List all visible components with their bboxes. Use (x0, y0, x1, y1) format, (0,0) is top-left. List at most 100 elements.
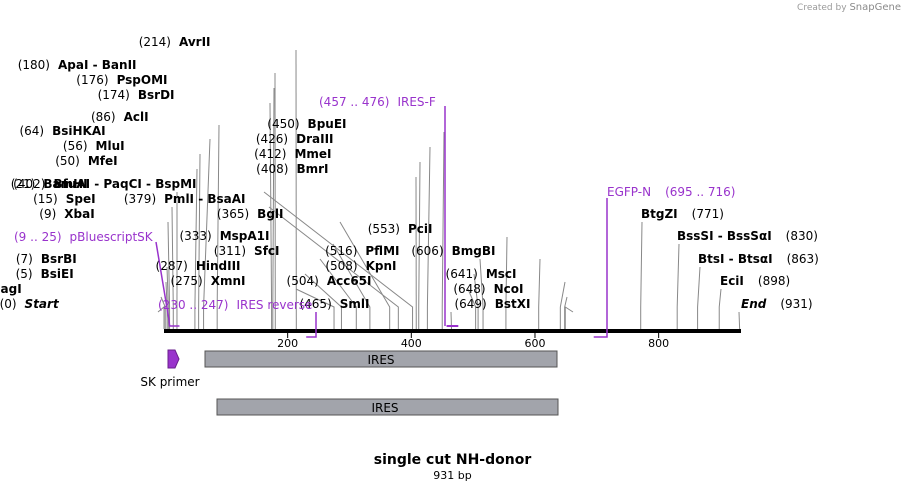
axis-tick-label: 800 (648, 337, 669, 350)
site-line-noti-eagi (160, 296, 166, 329)
map-length: 931 bp (433, 469, 472, 482)
enzyme-site-sfci[interactable]: (311)SfcI (214, 244, 280, 258)
enzyme-site-smli[interactable]: (465)SmlI (299, 297, 369, 311)
site-connector-lines (157, 49, 741, 330)
enzyme-site-ncoi[interactable]: (648)NcoI (453, 282, 523, 296)
enzyme-site-mfei[interactable]: (50)MfeI (55, 154, 117, 168)
enzyme-site-avrii[interactable]: (214)AvrII (139, 35, 211, 49)
axis-tick-label: 200 (277, 337, 298, 350)
enzyme-site-kpni[interactable]: (508)KpnI (325, 259, 396, 273)
enzyme-site-draiii[interactable]: (426)DraIII (256, 132, 334, 146)
enzyme-site-end[interactable]: End(931) (741, 297, 813, 311)
enzyme-site-labels: (214)AvrII(180)ApaI - BanII(176)PspOMI(1… (0, 35, 819, 311)
enzyme-site-pcii[interactable]: (553)PciI (368, 222, 433, 236)
map-title: single cut NH-donor (373, 452, 532, 468)
site-line-bsrdi (269, 102, 273, 329)
sk-primer-label: SK primer (140, 375, 199, 389)
site-line-bmgbi (538, 258, 541, 329)
enzyme-site-bpuei[interactable]: (450)BpuEI (267, 117, 346, 131)
enzyme-site-mspa1i[interactable]: (333)MspA1I (179, 229, 269, 243)
enzyme-site-btgzi[interactable]: BtgZI(771) (641, 207, 724, 221)
site-line-bpuei (441, 131, 445, 329)
site-line-start (157, 305, 165, 329)
site-line-pcii (505, 236, 508, 329)
enzyme-site-bsihkai[interactable]: (64)BsiHKAI (19, 124, 105, 138)
enzyme-site-hindiii[interactable]: (287)HindIII (156, 259, 241, 273)
enzyme-site-acli[interactable]: (86)AclI (91, 110, 149, 124)
ires-feature-label-2: IRES (371, 401, 398, 415)
site-line-ncoi (564, 296, 568, 329)
site-line-spei (171, 206, 174, 329)
enzyme-site-btsi-bts-i[interactable]: BtsI - BtsαI(863) (698, 252, 819, 266)
site-line-bfuai-paqci-bspmi (263, 191, 414, 329)
ires-reverse-primer-label[interactable]: (230 .. 247)IRES reverse (158, 298, 312, 312)
site-line-pmli-bsaai (268, 206, 399, 329)
site-line-btsi-bts-i (697, 266, 701, 329)
site-line-bstxi (564, 306, 574, 329)
enzyme-site-bsrbi[interactable]: (7)BsrBI (16, 252, 77, 266)
enzyme-site-bstxi[interactable]: (649)BstXI (454, 297, 530, 311)
ires-feature-bar[interactable] (204, 350, 558, 368)
enzyme-site-bmgbi[interactable]: (606)BmgBI (411, 244, 495, 258)
site-line-bgli (339, 221, 391, 329)
enzyme-site-mlui[interactable]: (56)MluI (63, 139, 125, 153)
enzyme-site-pmli-bsaai[interactable]: (379)PmlI - BsaAI (124, 192, 246, 206)
site-line-pflmi (479, 258, 484, 329)
enzyme-site-noti-eagi[interactable]: (2)NotI - EagI (0, 282, 22, 296)
enzyme-site-pflmi[interactable]: (516)PflMI (325, 244, 399, 258)
egfp-n-primer-label[interactable]: EGFP-N(695 .. 716) (607, 185, 736, 199)
snapgene-logo-text: SnapGene (849, 2, 901, 13)
axis-ticks: 200 400 600 800 (277, 333, 669, 350)
site-line-hindiii (304, 273, 342, 329)
ires-feature-bar-2[interactable] (216, 398, 559, 416)
enzyme-site-bsssi-bsss-i[interactable]: BssSI - BssSαI(830) (677, 229, 818, 243)
site-line-mmei (418, 161, 421, 329)
axis-tick-label: 600 (524, 337, 545, 350)
pbluescriptsk-primer-label[interactable]: (9 .. 25)pBluescriptSK (14, 230, 154, 244)
ires-feature-label: IRES (367, 353, 394, 367)
enzyme-site-bfuai-paqci-bspmi[interactable]: (402)BfuAI - PaqCI - BspMI (13, 177, 196, 191)
enzyme-site-bsrdi[interactable]: (174)BsrDI (98, 88, 175, 102)
enzyme-site-apai-banii[interactable]: (180)ApaI - BanII (18, 58, 137, 72)
site-line-msci (559, 281, 566, 329)
site-line-kpni (473, 273, 479, 329)
site-line-bsihkai (203, 138, 211, 329)
enzyme-site-acc65i[interactable]: (504)Acc65I (287, 274, 372, 288)
site-line-ecii (718, 288, 722, 329)
site-line-bsrbi (166, 266, 169, 329)
site-line-pspomi (272, 87, 275, 329)
site-line-acc65i (467, 288, 477, 329)
enzyme-site-start[interactable]: (0)Start (0, 297, 60, 311)
enzyme-site-bamhi[interactable]: (21)BamHI (11, 177, 88, 191)
enzyme-site-ecii[interactable]: EciI(898) (720, 274, 790, 288)
site-line-bsssi-bsss-i (676, 243, 680, 329)
enzyme-site-pspomi[interactable]: (176)PspOMI (76, 73, 167, 87)
ires-f-primer-label[interactable]: (457 .. 476)IRES-F (319, 95, 436, 109)
enzyme-site-bsiei[interactable]: (5)BsiEI (16, 267, 74, 281)
primer-annotations: (457 .. 476)IRES-F (9 .. 25)pBluescriptSK… (14, 95, 736, 338)
enzyme-site-xmni[interactable]: (275)XmnI (170, 274, 245, 288)
dna-backbone (164, 329, 741, 333)
site-line-acli (216, 124, 220, 329)
enzyme-site-xbai[interactable]: (9)XbaI (39, 207, 94, 221)
enzyme-site-spei[interactable]: (15)SpeI (33, 192, 95, 206)
site-line-xmni (295, 288, 335, 329)
site-line-mspa1i (332, 243, 371, 329)
pbluescriptsk-leader (155, 241, 180, 327)
enzyme-site-bmri[interactable]: (408)BmrI (256, 162, 328, 176)
axis-tick-label: 400 (401, 337, 422, 350)
egfp-n-primer-mark (593, 198, 608, 338)
enzyme-site-bgli[interactable]: (365)BglI (217, 207, 284, 221)
site-line-btgzi (640, 221, 643, 329)
site-line-mfei (194, 168, 198, 329)
site-line-end (738, 311, 741, 330)
ires-reverse-primer-mark (306, 312, 317, 338)
snapgene-credit: Created by SnapGene (797, 2, 901, 13)
site-line-mlui (198, 153, 201, 329)
site-line-sfci (319, 258, 357, 329)
sk-primer-arrow[interactable] (167, 349, 180, 369)
enzyme-site-msci[interactable]: (641)MscI (446, 267, 517, 281)
enzyme-site-mmei[interactable]: (412)MmeI (254, 147, 331, 161)
site-line-draiii (426, 146, 431, 329)
